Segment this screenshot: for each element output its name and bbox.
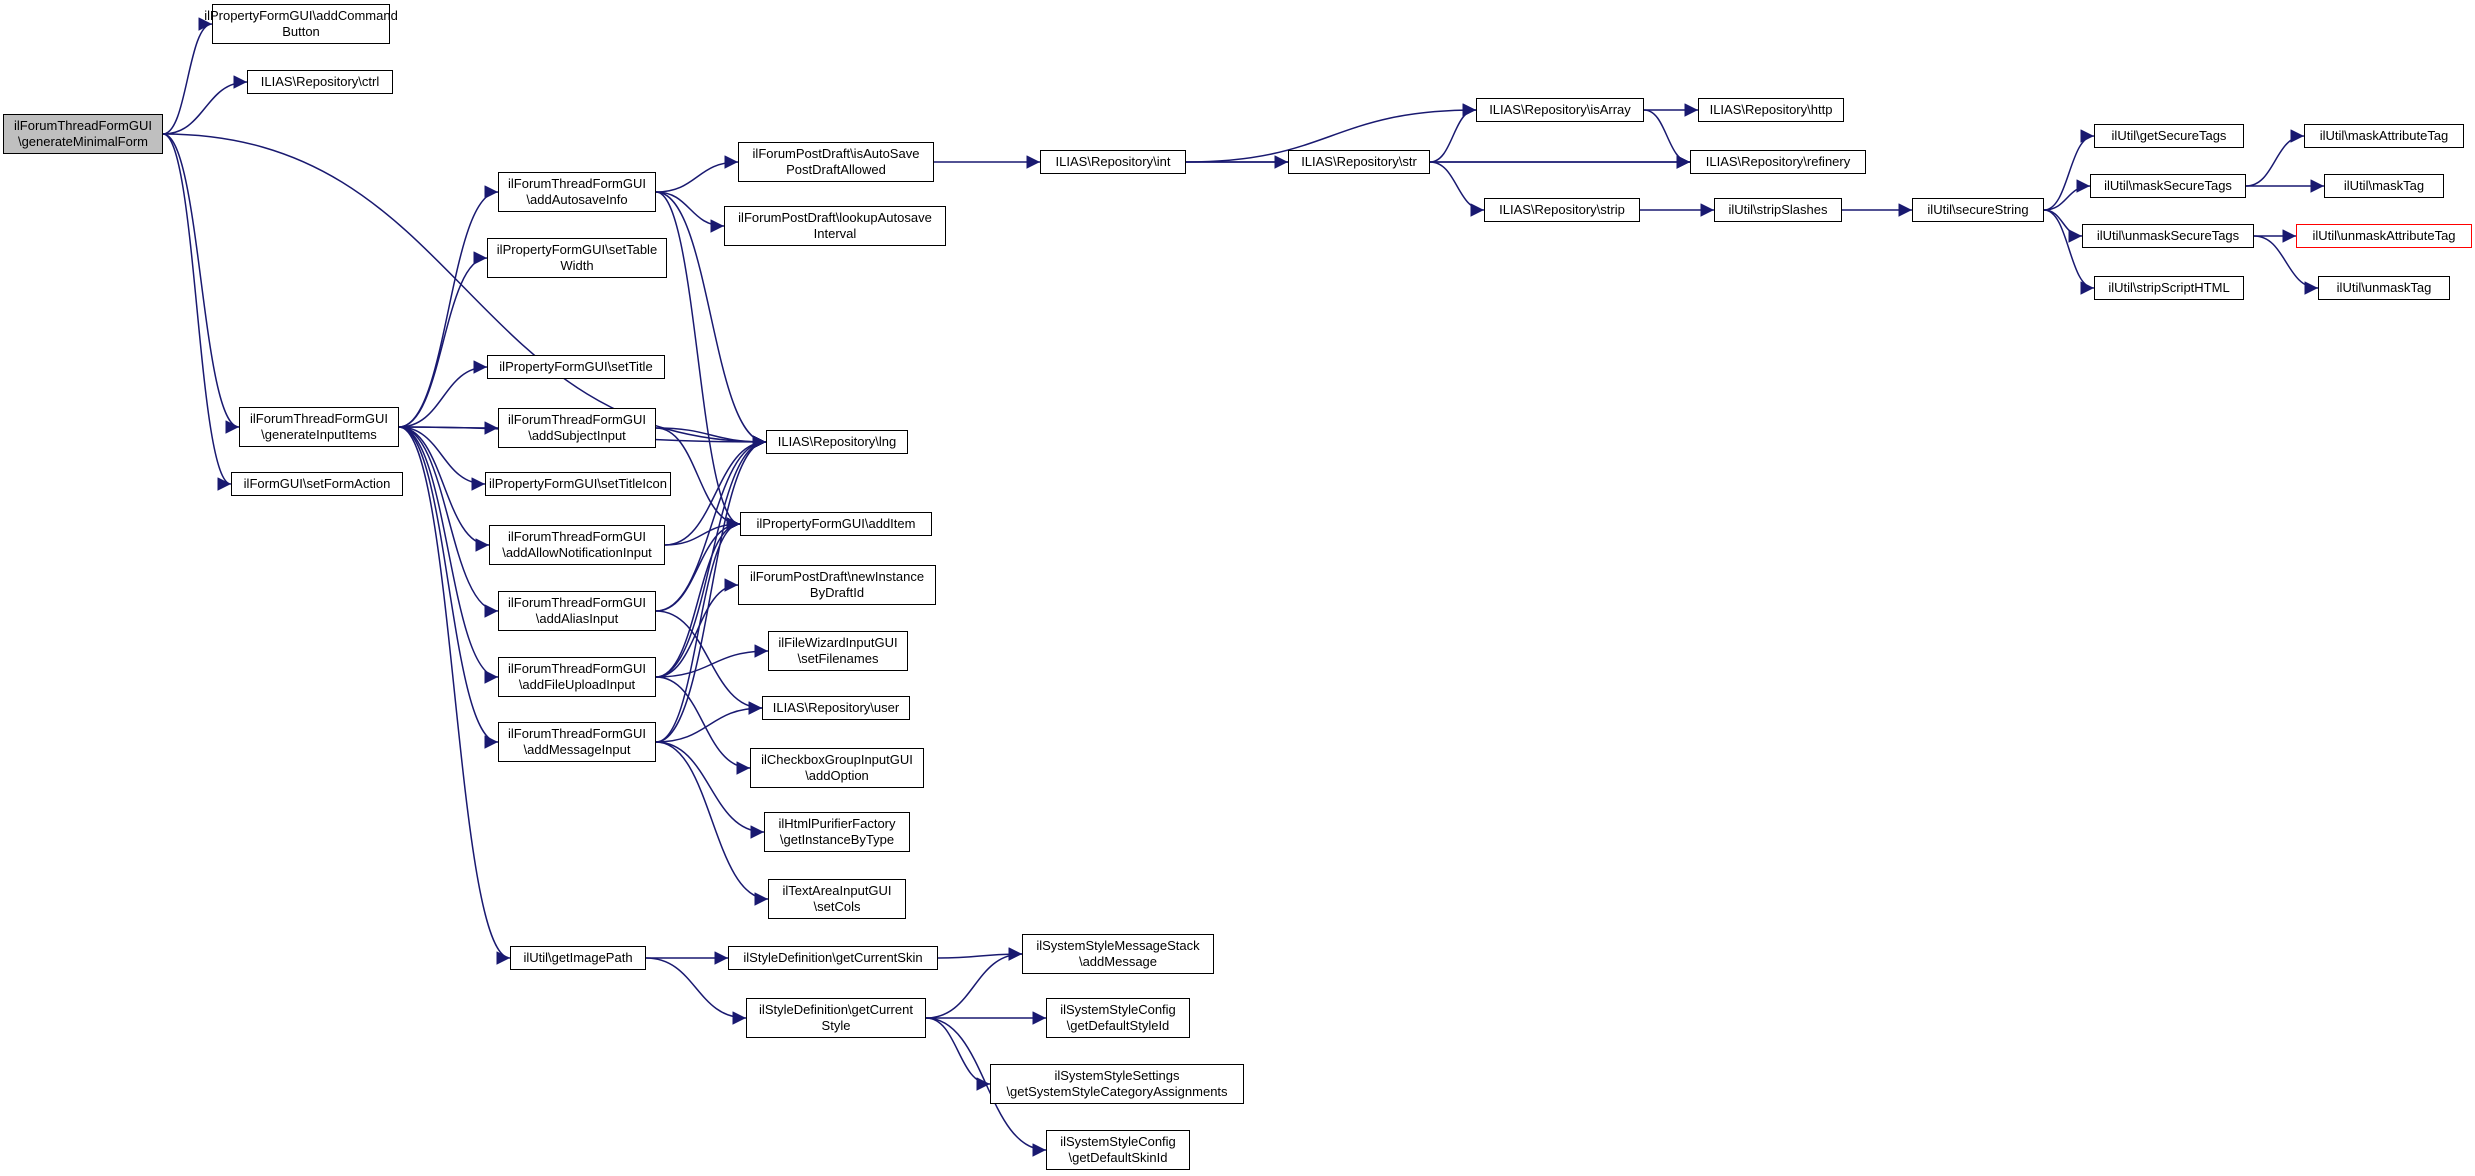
- edge-addMessageInput-to-getInstanceByType: [655, 741, 765, 839]
- node-mask-secure-tags[interactable]: ilUtil\maskSecureTags: [2090, 174, 2246, 198]
- node-get-cat-assign[interactable]: ilSystemStyleSettings \getSystemStyleCat…: [990, 1064, 1244, 1104]
- node-strip-script-html[interactable]: ilUtil\stripScriptHTML: [2094, 276, 2244, 300]
- node-set-filenames[interactable]: ilFileWizardInputGUI \setFilenames: [768, 631, 908, 671]
- node-get-default-skin-id[interactable]: ilSystemStyleConfig \getDefaultSkinId: [1046, 1130, 1190, 1170]
- edge-addMessageInput-to-user: [655, 701, 763, 743]
- node-get-current-skin[interactable]: ilStyleDefinition\getCurrentSkin: [728, 946, 938, 970]
- node-secure-string[interactable]: ilUtil\secureString: [1912, 198, 2044, 222]
- node-add-message-input[interactable]: ilForumThreadFormGUI \addMessageInput: [498, 722, 656, 762]
- edge-generateInputItems-to-getImagePath: [398, 426, 511, 965]
- node-add-option[interactable]: ilCheckboxGroupInputGUI \addOption: [750, 748, 924, 788]
- edge-root-to-ctrl: [162, 75, 248, 135]
- edge-root-to-lng: [162, 133, 767, 449]
- node-add-autosave-info[interactable]: ilForumThreadFormGUI \addAutosaveInfo: [498, 172, 656, 212]
- edge-addAllowNotificationInput-to-lng: [664, 435, 767, 546]
- edge-addMessageInput-to-setCols: [655, 741, 769, 906]
- edge-addFileUploadInput-to-newInstance: [655, 578, 739, 678]
- node-set-form-action[interactable]: ilFormGUI\setFormAction: [231, 472, 403, 496]
- edge-secureString-to-getSecureTags: [2043, 129, 2095, 211]
- node-get-current-style[interactable]: ilStyleDefinition\getCurrent Style: [746, 998, 926, 1038]
- edge-isArray-to-refinery: [1643, 109, 1691, 169]
- edge-generateInputItems-to-addAllowNotificationInput: [398, 426, 490, 552]
- node-set-title-icon[interactable]: ilPropertyFormGUI\setTitleIcon: [485, 472, 671, 496]
- edge-addFileUploadInput-to-setFilenames: [655, 644, 769, 678]
- node-get-image-path[interactable]: ilUtil\getImagePath: [510, 946, 646, 970]
- edge-str-to-isArray: [1429, 103, 1477, 163]
- edge-generateInputItems-to-setTableWidth: [398, 251, 488, 428]
- edge-addMessageInput-to-lng: [655, 435, 767, 743]
- edge-addAliasInput-to-user: [655, 610, 763, 715]
- edge-generateInputItems-to-addAliasInput: [398, 426, 499, 618]
- edge-generateInputItems-to-addMessageInput: [398, 426, 499, 749]
- edge-addFileUploadInput-to-addItem: [655, 517, 741, 678]
- edge-unmaskSecureTags-to-unmaskTag: [2253, 235, 2319, 295]
- node-get-instance-by-type[interactable]: ilHtmlPurifierFactory \getInstanceByType: [764, 812, 910, 852]
- node-set-table-width[interactable]: ilPropertyFormGUI\setTable Width: [487, 238, 667, 278]
- node-add-item[interactable]: ilPropertyFormGUI\addItem: [740, 512, 932, 536]
- node-mask-attribute-tag[interactable]: ilUtil\maskAttributeTag: [2304, 124, 2464, 148]
- node-mask-tag[interactable]: ilUtil\maskTag: [2324, 174, 2444, 198]
- node-add-allow-notification-input[interactable]: ilForumThreadFormGUI \addAllowNotificati…: [489, 525, 665, 565]
- edge-getCurrentStyle-to-getDefaultSkinId: [925, 1017, 1047, 1157]
- node-root[interactable]: ilForumThreadFormGUI \generateMinimalFor…: [3, 114, 163, 154]
- edge-addMessageInput-to-addItem: [655, 517, 741, 743]
- edge-secureString-to-maskSecureTags: [2043, 179, 2091, 211]
- edge-int-to-isArray: [1185, 103, 1477, 163]
- node-int[interactable]: ILIAS\Repository\int: [1040, 150, 1186, 174]
- node-is-array[interactable]: ILIAS\Repository\isArray: [1476, 98, 1644, 122]
- node-generate-input-items[interactable]: ilForumThreadFormGUI \generateInputItems: [239, 407, 399, 447]
- edge-generateInputItems-to-setTitleIcon: [398, 426, 486, 491]
- node-is-auto-save[interactable]: ilForumPostDraft\isAutoSave PostDraftAll…: [738, 142, 934, 182]
- edge-getImagePath-to-getCurrentStyle: [645, 957, 747, 1025]
- edge-addAutosaveInfo-to-addItem: [655, 191, 741, 531]
- node-ctrl[interactable]: ILIAS\Repository\ctrl: [247, 70, 393, 94]
- edge-str-to-strip: [1429, 161, 1485, 217]
- edge-secureString-to-stripScriptHTML: [2043, 209, 2095, 295]
- edge-getCurrentStyle-to-getCatAssign: [925, 1017, 991, 1091]
- edge-addAutosaveInfo-to-lookupAutosave: [655, 191, 725, 233]
- node-add-subject-input[interactable]: ilForumThreadFormGUI \addSubjectInput: [498, 408, 656, 448]
- node-refinery[interactable]: ILIAS\Repository\refinery: [1690, 150, 1866, 174]
- edge-addSubjectInput-to-lng: [655, 427, 767, 449]
- node-lng[interactable]: ILIAS\Repository\lng: [766, 430, 908, 454]
- node-unmask-secure-tags[interactable]: ilUtil\unmaskSecureTags: [2082, 224, 2254, 248]
- edge-getCurrentStyle-to-addMessage: [925, 947, 1023, 1019]
- node-strip-slashes[interactable]: ilUtil\stripSlashes: [1714, 198, 1842, 222]
- node-http[interactable]: ILIAS\Repository\http: [1698, 98, 1844, 122]
- node-set-cols[interactable]: ilTextAreaInputGUI \setCols: [768, 879, 906, 919]
- node-str[interactable]: ILIAS\Repository\str: [1288, 150, 1430, 174]
- node-add-message[interactable]: ilSystemStyleMessageStack \addMessage: [1022, 934, 1214, 974]
- node-new-instance[interactable]: ilForumPostDraft\newInstance ByDraftId: [738, 565, 936, 605]
- node-get-default-style-id[interactable]: ilSystemStyleConfig \getDefaultStyleId: [1046, 998, 1190, 1038]
- edge-addAutosaveInfo-to-lng: [655, 191, 767, 449]
- edge-generateInputItems-to-setTitle: [398, 360, 488, 428]
- node-add-file-upload-input[interactable]: ilForumThreadFormGUI \addFileUploadInput: [498, 657, 656, 697]
- edge-generateInputItems-to-addFileUploadInput: [398, 426, 499, 684]
- node-user[interactable]: ILIAS\Repository\user: [762, 696, 910, 720]
- node-add-alias-input[interactable]: ilForumThreadFormGUI \addAliasInput: [498, 591, 656, 631]
- node-unmask-attribute-tag[interactable]: ilUtil\unmaskAttributeTag: [2296, 224, 2472, 248]
- node-lookup-autosave[interactable]: ilForumPostDraft\lookupAutosave Interval: [724, 206, 946, 246]
- edge-root-to-addCommandButton: [162, 17, 213, 135]
- edge-addAutosaveInfo-to-isAutoSave: [655, 155, 739, 193]
- edge-root-to-setFormAction: [162, 133, 232, 491]
- edge-addFileUploadInput-to-addOption: [655, 676, 751, 775]
- edge-root-to-generateInputItems: [162, 133, 240, 434]
- node-add-command-button[interactable]: ilPropertyFormGUI\addCommand Button: [204, 4, 398, 44]
- node-unmask-tag[interactable]: ilUtil\unmaskTag: [2318, 276, 2450, 300]
- node-get-secure-tags[interactable]: ilUtil\getSecureTags: [2094, 124, 2244, 148]
- node-set-title[interactable]: ilPropertyFormGUI\setTitle: [487, 355, 665, 379]
- edge-maskSecureTags-to-maskAttributeTag: [2245, 129, 2305, 187]
- edge-generateInputItems-to-addAutosaveInfo: [398, 185, 499, 428]
- node-strip[interactable]: ILIAS\Repository\strip: [1484, 198, 1640, 222]
